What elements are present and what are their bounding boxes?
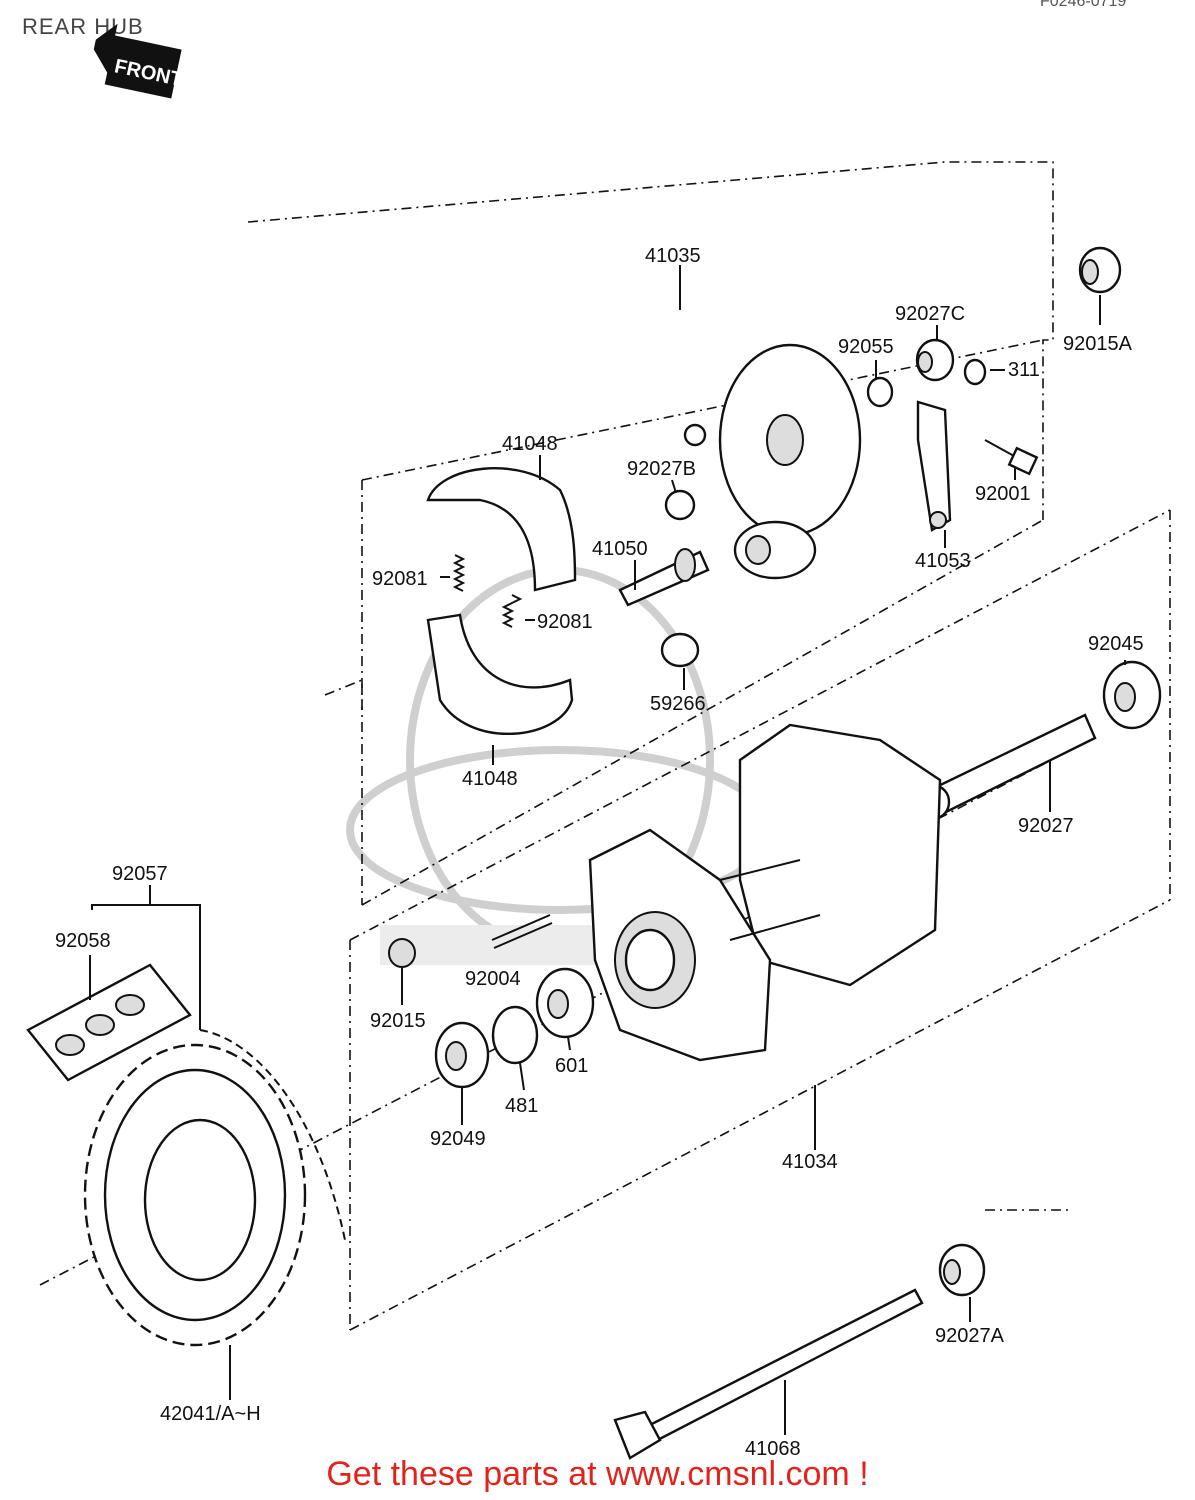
label-59266: 59266 <box>650 693 706 715</box>
axle-41068 <box>613 1288 924 1460</box>
label-92027B: 92027B <box>627 458 696 480</box>
label-92055: 92055 <box>838 336 894 358</box>
label-92045: 92045 <box>1088 633 1144 655</box>
front-arrow-icon: FRONT <box>93 23 184 99</box>
spring-92081-right <box>501 594 523 628</box>
label-41048-top: 41048 <box>502 433 558 455</box>
label-92027A: 92027A <box>935 1325 1005 1347</box>
dust-seal-92015A <box>1078 246 1122 325</box>
label-41050: 41050 <box>592 538 648 560</box>
sprocket-42041 <box>83 1043 307 1347</box>
label-92004: 92004 <box>465 968 521 990</box>
brake-shoe-top <box>426 467 577 592</box>
label-311: 311 <box>1008 359 1040 381</box>
collar-92027A <box>938 1243 986 1297</box>
page-title: REAR HUB <box>22 14 144 39</box>
label-42041: 42041/A~H <box>160 1403 261 1425</box>
label-41068: 41068 <box>745 1438 801 1460</box>
label-41034: 41034 <box>782 1151 838 1173</box>
bearing-92045 <box>1102 660 1162 730</box>
hub-frame <box>39 509 1171 1331</box>
label-92081-right: 92081 <box>537 611 593 633</box>
brake-panel <box>683 343 862 580</box>
label-92058: 92058 <box>55 930 111 952</box>
corner-code: F0246-0719 <box>1040 0 1126 10</box>
part-labels: 41035 92015A 92027C 92055 311 41048 9202… <box>55 245 1144 1460</box>
label-92015: 92015 <box>370 1010 426 1032</box>
label-41053: 41053 <box>915 550 971 572</box>
label-92027: 92027 <box>1018 815 1074 837</box>
brake-cam-41050 <box>618 548 710 607</box>
label-92049: 92049 <box>430 1128 486 1150</box>
collar-92027 <box>919 713 1097 820</box>
label-41048-bottom: 41048 <box>462 768 518 790</box>
label-92001: 92001 <box>975 483 1031 505</box>
chain-92057 <box>199 1029 346 1241</box>
label-92015A: 92015A <box>1063 333 1133 355</box>
rear-hub-41034 <box>588 723 942 1062</box>
chain-joint-92058 <box>26 963 192 1082</box>
footer-link-text[interactable]: Get these parts at www.cmsnl.com ! <box>326 1455 869 1493</box>
small-parts-lower <box>388 914 595 1089</box>
label-41035: 41035 <box>645 245 701 267</box>
brake-shoe-bottom <box>426 613 574 735</box>
label-601: 601 <box>555 1055 588 1077</box>
leader-lines <box>89 265 1126 1435</box>
label-92027C: 92027C <box>895 303 965 325</box>
grommet-59266 <box>660 632 700 668</box>
label-92057: 92057 <box>112 863 168 885</box>
small-parts-upper <box>664 338 1039 532</box>
label-92081-left: 92081 <box>372 568 428 590</box>
spring-92081-left <box>452 554 466 592</box>
label-481: 481 <box>505 1095 538 1117</box>
